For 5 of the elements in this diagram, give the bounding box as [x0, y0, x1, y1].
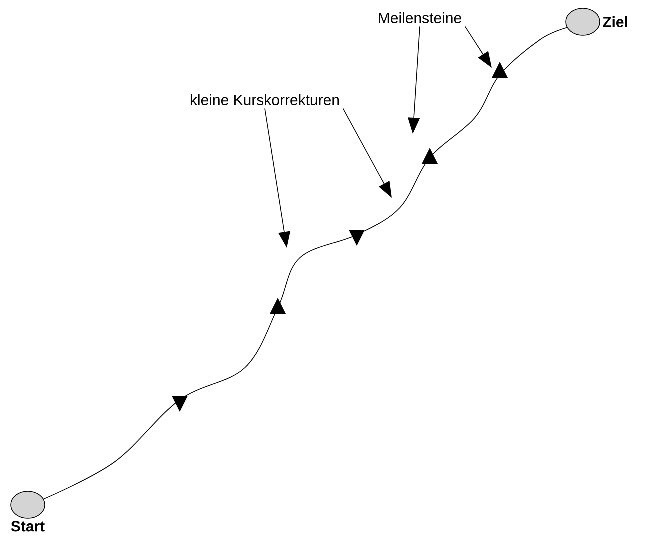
node-label: Ziel — [603, 16, 628, 28]
node-label: Start — [11, 521, 45, 532]
callout-text: Meilensteine — [379, 12, 462, 24]
route-line — [43, 27, 568, 500]
callout-text: kleine Kurskorrekturen — [190, 94, 340, 106]
